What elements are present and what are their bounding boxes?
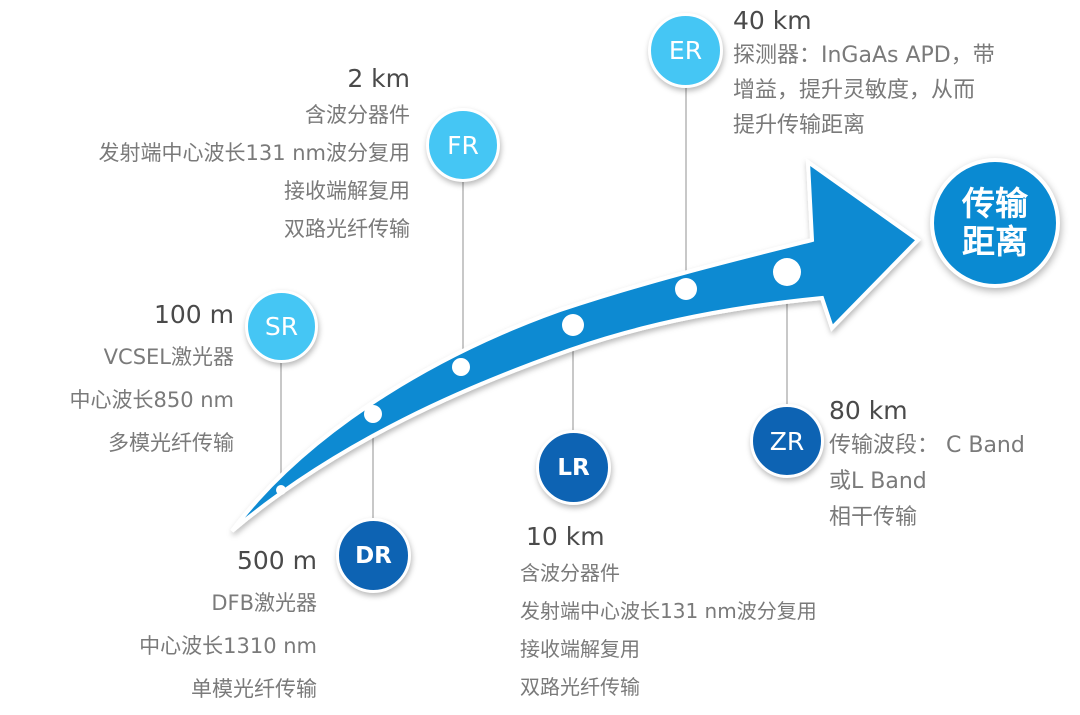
er-badge: ER <box>648 13 723 88</box>
er-dot <box>675 278 697 300</box>
er-line: 增益，提升灵敏度，从而 <box>733 78 976 103</box>
er-line: 探测器：InGaAs APD，带 <box>733 43 995 68</box>
lr-badge: LR <box>536 430 611 505</box>
dr-description: 500 m DFB激光器 中心波长1310 nm 单模光纤传输 <box>139 544 317 707</box>
lr-code: LR <box>557 454 590 481</box>
fr-line: 双路光纤传输 <box>284 217 410 241</box>
sr-distance: 100 m <box>153 300 234 329</box>
lr-line: 发射端中心波长131 nm波分复用 <box>520 599 817 623</box>
lr-line: 双路光纤传输 <box>520 675 640 699</box>
goal-line-2: 距离 <box>962 222 1028 261</box>
lr-line: 含波分器件 <box>520 561 620 585</box>
zr-line: 相干传输 <box>829 505 918 530</box>
dr-line: DFB激光器 <box>211 591 317 615</box>
sr-line: 中心波长850 nm <box>69 388 234 412</box>
sr-badge: SR <box>245 290 318 363</box>
fr-line: 发射端中心波长131 nm波分复用 <box>98 141 410 165</box>
arrow-shape <box>230 157 922 533</box>
dr-distance: 500 m <box>236 546 317 575</box>
lr-distance: 10 km <box>526 522 605 551</box>
lr-dot <box>562 314 584 336</box>
er-code: ER <box>668 36 703 65</box>
zr-code: ZR <box>769 426 805 456</box>
er-distance: 40 km <box>733 6 812 35</box>
zr-line: 传输波段： C Band <box>829 433 1025 458</box>
sr-description: 100 m VCSEL激光器 中心波长850 nm 多模光纤传输 <box>69 298 234 461</box>
dr-line: 中心波长1310 nm <box>139 634 317 658</box>
dr-line: 单模光纤传输 <box>191 677 317 701</box>
zr-distance: 80 km <box>829 396 908 425</box>
fr-badge: FR <box>426 108 500 182</box>
zr-line: 或L Band <box>829 469 927 494</box>
er-line: 提升传输距离 <box>733 113 866 138</box>
goal-line-1: 传输 <box>962 184 1028 223</box>
zr-description: 80 km 传输波段： C Band 或L Band 相干传输 <box>829 394 1025 536</box>
fr-line: 接收端解复用 <box>284 179 410 203</box>
dr-dot <box>364 405 382 423</box>
dr-code: DR <box>355 542 392 569</box>
lr-description: 10 km 含波分器件 发射端中心波长131 nm波分复用 接收端解复用 双路光… <box>520 520 817 706</box>
fr-code: FR <box>447 130 479 160</box>
sr-code: SR <box>264 312 299 341</box>
sr-line: VCSEL激光器 <box>103 345 234 369</box>
dr-badge: DR <box>336 518 411 593</box>
milestone-dots <box>276 258 801 495</box>
goal-badge: 传输 距离 <box>930 158 1060 288</box>
fr-dot <box>452 358 470 376</box>
zr-badge: ZR <box>750 404 824 478</box>
sr-dot <box>276 485 286 495</box>
zr-dot <box>773 258 801 286</box>
lr-line: 接收端解复用 <box>520 637 640 661</box>
sr-line: 多模光纤传输 <box>108 431 234 455</box>
fr-description: 2 km 含波分器件 发射端中心波长131 nm波分复用 接收端解复用 双路光纤… <box>98 62 410 248</box>
fr-line: 含波分器件 <box>305 103 410 127</box>
er-description: 40 km 探测器：InGaAs APD，带 增益，提升灵敏度，从而 提升传输距… <box>733 4 995 143</box>
fr-distance: 2 km <box>347 64 410 93</box>
